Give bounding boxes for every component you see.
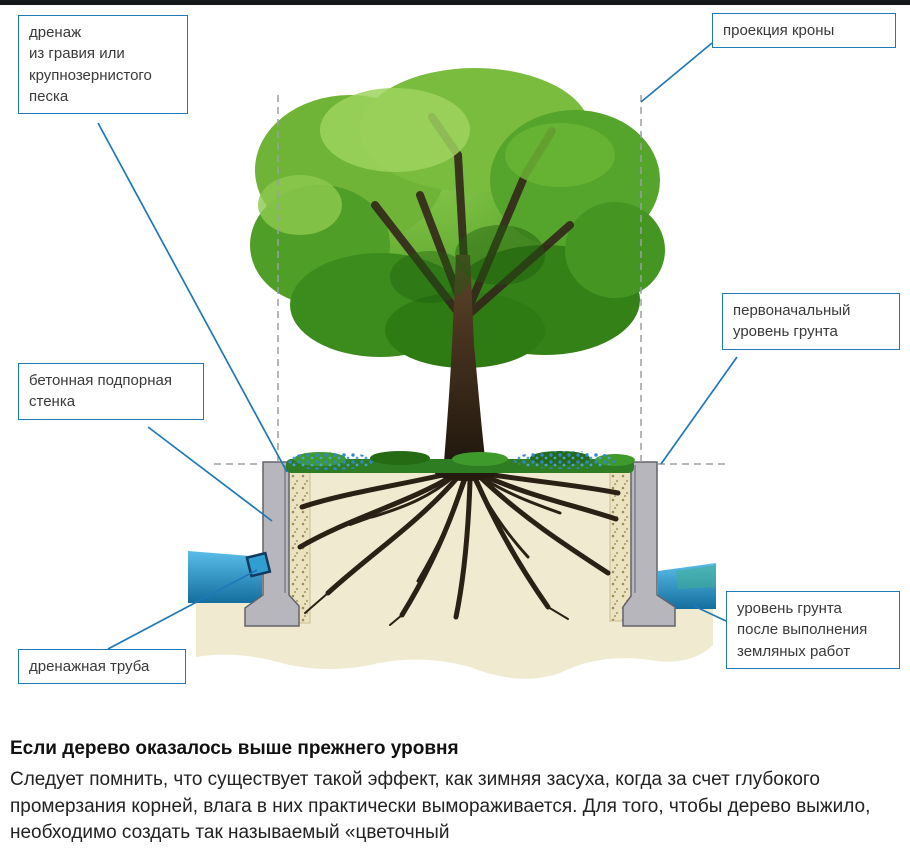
soil-cross-section [196, 467, 713, 679]
retaining-wall-right [622, 461, 676, 627]
retaining-wall-left [244, 461, 300, 627]
grass-and-flowers [285, 451, 635, 473]
label-original-ground-level: первоначальный уровень грунта [722, 293, 900, 350]
label-final-ground-level: уровень грунта после выполнения земляных… [726, 591, 900, 669]
top-border [0, 0, 910, 5]
crown-projection-dashed-lines [214, 95, 730, 465]
drainage-gravel-right [609, 464, 632, 622]
water-left [188, 551, 262, 603]
tree-planting-diagram: дренаж из гравия или крупнозернистого пе… [0, 5, 910, 730]
water-right [658, 563, 716, 609]
article-body: Следует помнить, что существует такой эф… [10, 769, 871, 844]
drain-pipe [245, 551, 272, 578]
label-crown-projection: проекция кроны [712, 13, 896, 49]
tree-crown-highlights [258, 88, 615, 303]
label-drain-pipe: дренажная труба [18, 649, 186, 685]
article-heading: Если дерево оказалось выше прежнего уров… [10, 738, 459, 759]
article-text: Если дерево оказалось выше прежнего уров… [10, 738, 902, 847]
diagram-canvas [97, 42, 738, 679]
tree-roots [297, 470, 621, 626]
connector-lines [97, 42, 738, 650]
label-drainage: дренаж из гравия или крупнозернистого пе… [18, 15, 188, 115]
label-retaining-wall: бетонная подпорная стенка [18, 363, 204, 420]
